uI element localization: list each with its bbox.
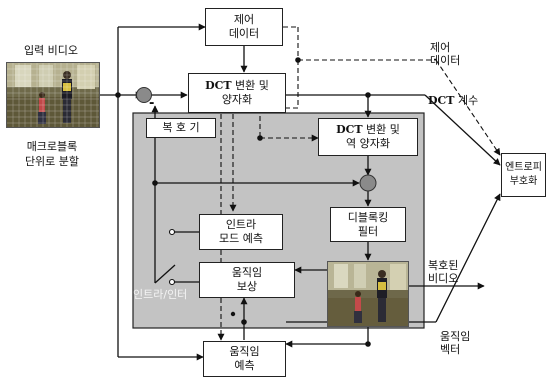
- dct-coefficient-label: DCT 계수: [428, 94, 478, 107]
- dct-quant-box-line2: 양자화: [222, 93, 252, 107]
- dct-quant-box-line1: 변환 및: [232, 79, 269, 92]
- deblocking-filter-box: 디블록킹 필터: [330, 207, 406, 242]
- motion-compensation-box: 움직임 보상: [199, 262, 295, 298]
- switch-contact-intra: [170, 230, 175, 235]
- decoded-video-label: 복호된 비디오: [428, 259, 458, 285]
- input-video-label: 입력 비디오: [6, 44, 96, 57]
- intra-prediction-box: 인트라 모드 예측: [199, 214, 283, 250]
- motion-estimation-box: 움직임 예측: [203, 341, 286, 377]
- inverse-dct-box-line1: 변환 및: [363, 123, 400, 136]
- entropy-coding-box: 엔트로피 부호화: [501, 153, 546, 197]
- inverse-dct-box-line2: 역 양자화: [346, 137, 390, 151]
- minus-sign: -: [149, 97, 154, 110]
- dct-quant-box: DCT 변환 및 양자화: [188, 73, 286, 113]
- control-data-box-line1: 제어: [234, 13, 254, 27]
- macroblock-split-label: 매크로블록 단위로 분할: [4, 139, 100, 169]
- switch-contact-inter: [170, 280, 175, 285]
- intra-inter-label: 인트라/인터: [133, 288, 187, 301]
- motion-vector-label: 움직임 벡터: [440, 330, 470, 356]
- control-data-box: 제어 데이터: [205, 8, 283, 46]
- decoded-picture-thumbnail: [327, 261, 409, 327]
- inverse-dct-box-dct: DCT: [336, 123, 362, 136]
- inverse-dct-box: DCT 변환 및 역 양자화: [318, 118, 418, 156]
- control-data-box-line2: 데이터: [229, 27, 259, 41]
- decoder-label: 복 호 기: [146, 118, 216, 138]
- adder-node: [360, 175, 376, 191]
- input-video-thumbnail: [6, 62, 100, 128]
- dct-quant-box-dct: DCT: [205, 79, 231, 92]
- control-data-output-label: 제어 데이터: [430, 41, 468, 67]
